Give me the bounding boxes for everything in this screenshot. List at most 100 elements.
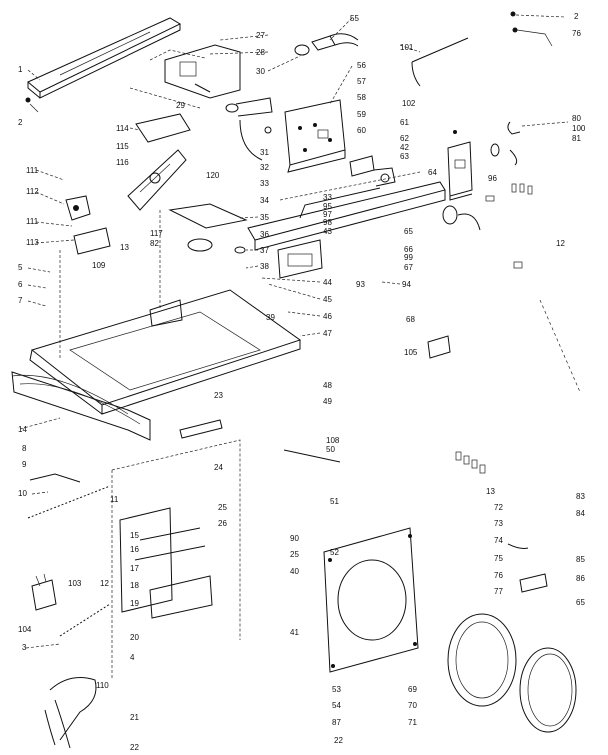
hose-101: [411, 37, 469, 87]
label-50: 50: [326, 445, 335, 454]
relay-103: [31, 573, 57, 611]
timer-knob: [294, 33, 359, 56]
label-95: 95: [323, 202, 332, 211]
label-80: 80: [572, 114, 581, 123]
label-103: 103: [68, 579, 82, 588]
label-2b: 2: [18, 118, 23, 127]
label-52: 52: [330, 548, 339, 557]
label-81: 81: [572, 134, 581, 143]
label-25a: 25: [218, 503, 227, 512]
control-console: [129, 44, 241, 109]
label-120: 120: [206, 171, 220, 180]
label-14: 14: [18, 425, 27, 434]
lid-hinge-117: [127, 149, 187, 310]
pulley-37: [187, 238, 246, 254]
label-117: 117: [150, 229, 163, 238]
label-109: 109: [92, 261, 106, 270]
label-65: 65: [404, 227, 413, 236]
label-61: 61: [400, 118, 409, 127]
label-12b: 12: [100, 579, 109, 588]
label-49: 49: [323, 397, 332, 406]
label-87: 87: [332, 718, 341, 727]
label-30: 30: [256, 67, 265, 76]
label-42: 42: [400, 143, 409, 152]
label-7: 7: [18, 296, 23, 305]
label-43: 43: [323, 227, 332, 236]
small-parts-right: [455, 299, 581, 593]
label-25b: 25: [290, 550, 299, 559]
tub-ring-large: [447, 613, 517, 707]
label-72: 72: [494, 503, 503, 512]
label-111a: 111: [26, 166, 39, 175]
label-6: 6: [18, 280, 23, 289]
label-24: 24: [214, 463, 223, 472]
label-31: 31: [260, 148, 269, 157]
cabinet-frame: [111, 439, 241, 680]
label-23: 23: [214, 391, 223, 400]
label-35: 35: [260, 213, 269, 222]
label-100: 100: [572, 124, 586, 133]
label-76b: 76: [494, 571, 503, 580]
drive-motor: [442, 205, 481, 231]
label-33a: 33: [260, 179, 269, 188]
label-41: 41: [290, 628, 299, 637]
label-108: 108: [326, 436, 340, 445]
front-panel-14: [11, 371, 151, 441]
label-12a: 12: [556, 239, 565, 248]
label-19: 19: [130, 599, 139, 608]
label-68: 68: [406, 315, 415, 324]
leader-lines: [19, 17, 421, 649]
label-59: 59: [357, 110, 366, 119]
label-71: 71: [408, 718, 417, 727]
label-51: 51: [330, 497, 339, 506]
label-45: 45: [323, 295, 332, 304]
label-58: 58: [357, 93, 366, 102]
label-29: 29: [176, 101, 185, 110]
label-37: 37: [260, 246, 269, 255]
springs-left: [27, 473, 111, 637]
label-82: 82: [150, 239, 159, 248]
selector-switch-shaft: [225, 97, 273, 161]
wire-harness-110: [44, 677, 97, 749]
label-115: 115: [116, 142, 129, 151]
label-85: 85: [576, 555, 585, 564]
label-11: 11: [110, 495, 119, 504]
label-39: 39: [266, 313, 275, 322]
label-98: 98: [323, 218, 332, 227]
label-32: 32: [260, 163, 269, 172]
label-102: 102: [402, 99, 416, 108]
label-64: 64: [428, 168, 437, 177]
label-20: 20: [130, 633, 139, 642]
harness-76: [510, 11, 566, 47]
label-83: 83: [576, 492, 585, 501]
plate-35: [168, 203, 248, 229]
label-55: 55: [350, 14, 359, 23]
label-63: 63: [400, 152, 409, 161]
label-86: 86: [576, 574, 585, 583]
label-15: 15: [130, 531, 139, 540]
label-90: 90: [290, 534, 299, 543]
label-16: 16: [130, 545, 139, 554]
pump-bracket: [277, 239, 323, 279]
label-67: 67: [404, 263, 413, 272]
label-13b: 13: [486, 487, 495, 496]
label-66: 66: [404, 245, 413, 254]
base-frame: [247, 171, 446, 251]
label-3: 3: [22, 643, 27, 652]
label-111b: 111: [26, 217, 39, 226]
label-116: 116: [116, 158, 129, 167]
label-104: 104: [18, 625, 32, 634]
top-cover-panel: [27, 17, 182, 99]
label-5: 5: [18, 263, 23, 272]
label-96: 96: [488, 174, 497, 183]
switch-assy-112: [65, 195, 91, 221]
label-105: 105: [404, 348, 418, 357]
label-48: 48: [323, 381, 332, 390]
label-65b: 65: [576, 598, 585, 607]
label-26: 26: [218, 519, 227, 528]
label-114: 114: [116, 124, 129, 133]
label-84: 84: [576, 509, 585, 518]
label-60: 60: [357, 126, 366, 135]
bracket-23: [179, 419, 223, 439]
